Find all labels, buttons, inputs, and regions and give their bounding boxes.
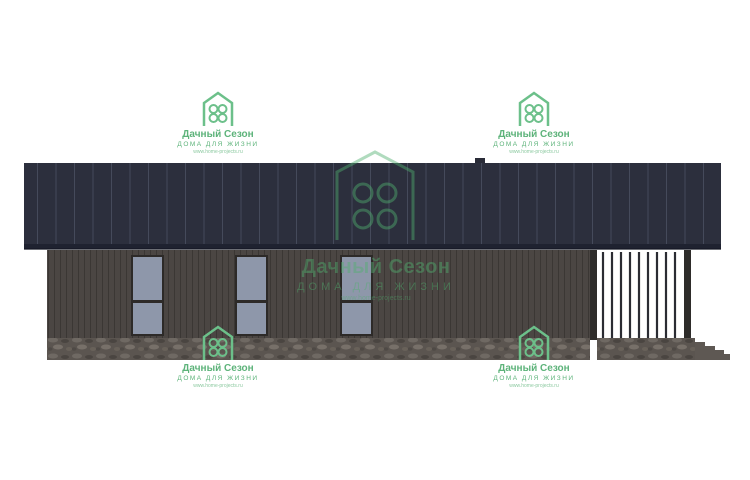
watermark-center: Дачный Сезон ДОМА ДЛЯ ЖИЗНИ www.home-pro…	[266, 256, 486, 302]
watermark-brand: Дачный Сезон	[182, 363, 254, 374]
watermark-tagline: ДОМА ДЛЯ ЖИЗНИ	[297, 281, 455, 293]
watermark-brand: Дачный Сезон	[182, 129, 254, 140]
watermark-tagline: ДОМА ДЛЯ ЖИЗНИ	[493, 141, 575, 148]
watermark-top-right: Дачный Сезон ДОМА ДЛЯ ЖИЗНИ www.home-pro…	[464, 88, 604, 155]
watermark-tagline: ДОМА ДЛЯ ЖИЗНИ	[177, 141, 259, 148]
roof-vent	[475, 158, 485, 164]
watermark-tagline: ДОМА ДЛЯ ЖИЗНИ	[177, 375, 259, 382]
roof	[24, 163, 721, 247]
stone-foundation	[47, 338, 590, 360]
watermark-tagline: ДОМА ДЛЯ ЖИЗНИ	[493, 375, 575, 382]
watermark-brand: Дачный Сезон	[301, 256, 451, 278]
watermark-site: www.home-projects.ru	[341, 295, 411, 302]
watermark-logo-large	[335, 150, 415, 240]
window-1	[131, 255, 164, 336]
watermark-site: www.home-projects.ru	[193, 149, 243, 155]
watermark-brand: Дачный Сезон	[498, 363, 570, 374]
window-2	[235, 255, 268, 336]
watermark-site: www.home-projects.ru	[193, 383, 243, 389]
window-3	[340, 255, 373, 336]
watermark-bottom-right: Дачный Сезон ДОМА ДЛЯ ЖИЗНИ www.home-pro…	[464, 322, 604, 389]
watermark-top-left: Дачный Сезон ДОМА ДЛЯ ЖИЗНИ www.home-pro…	[148, 88, 288, 155]
house-logo-icon	[518, 91, 550, 126]
terrace-post	[684, 250, 691, 340]
terrace-base	[597, 338, 695, 360]
house-logo-icon	[202, 325, 234, 360]
house-logo-icon	[202, 91, 234, 126]
house-logo-icon	[518, 325, 550, 360]
terrace-steps	[695, 342, 730, 360]
watermark-site: www.home-projects.ru	[509, 383, 559, 389]
watermark-site: www.home-projects.ru	[509, 149, 559, 155]
terrace-corner-post	[590, 250, 597, 340]
terrace-railing	[601, 252, 677, 340]
watermark-bottom-left: Дачный Сезон ДОМА ДЛЯ ЖИЗНИ www.home-pro…	[148, 322, 288, 389]
roof-eave	[24, 244, 721, 249]
watermark-brand: Дачный Сезон	[498, 129, 570, 140]
